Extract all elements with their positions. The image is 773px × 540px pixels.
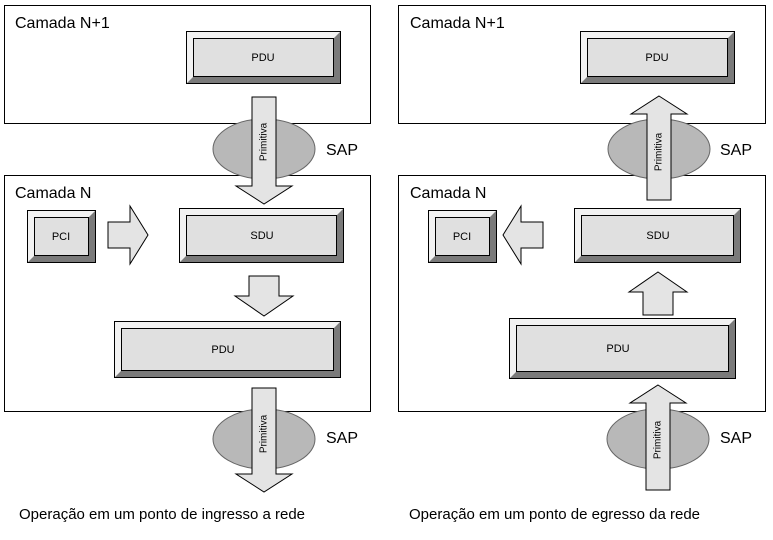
right-sdu-label: SDU [646, 230, 669, 242]
left-primitive-bottom-arrow: Primitiva [234, 387, 294, 493]
right-sap-bottom-label: SAP [720, 430, 752, 447]
left-bottom-pdu-label: PDU [211, 344, 234, 356]
left-caption: Operação em um ponto de ingresso a rede [19, 506, 305, 523]
left-primitive-top-label: Primitiva [259, 122, 270, 161]
left-layer-n-plus-1-label: Camada N+1 [15, 15, 110, 32]
right-sdu-to-pci-arrow [502, 204, 544, 266]
right-top-pdu-label: PDU [645, 52, 668, 64]
left-panel: Camada N+1 PDU Camada N SAP Primitiva PC… [4, 5, 371, 523]
right-pci-label: PCI [453, 231, 471, 243]
left-pci-box: PCI [27, 210, 96, 263]
right-top-pdu-box: PDU [580, 31, 735, 84]
right-caption: Operação em um ponto de egresso da rede [409, 506, 700, 523]
right-primitive-top-label: Primitiva [654, 132, 665, 171]
left-pci-label: PCI [52, 231, 70, 243]
left-primitive-bottom-label: Primitiva [259, 414, 270, 453]
left-top-pdu-label: PDU [251, 52, 274, 64]
left-sdu-label: SDU [250, 230, 273, 242]
right-layer-n-plus-1-label: Camada N+1 [410, 15, 505, 32]
right-panel: Camada N+1 PDU Camada N SAP Primitiva PC… [398, 5, 766, 523]
left-layer-n-label: Camada N [15, 185, 91, 202]
right-sap-top-label: SAP [720, 142, 752, 159]
right-bottom-pdu-label: PDU [606, 343, 629, 355]
right-primitive-top-arrow: Primitiva [629, 95, 689, 201]
left-top-pdu-box: PDU [186, 31, 341, 84]
right-primitive-bottom-label: Primitiva [653, 420, 664, 459]
left-sap-bottom-label: SAP [326, 430, 358, 447]
left-bottom-pdu-box: PDU [114, 321, 341, 378]
left-sdu-box: SDU [179, 208, 344, 263]
right-pci-box: PCI [428, 210, 497, 263]
right-layer-n-label: Camada N [410, 185, 486, 202]
left-primitive-top-arrow: Primitiva [234, 96, 294, 205]
left-pci-to-sdu-arrow [107, 204, 149, 266]
right-sdu-box: SDU [574, 208, 741, 263]
right-pdu-to-sdu-arrow [627, 271, 689, 316]
right-primitive-bottom-arrow: Primitiva [628, 384, 688, 491]
right-bottom-pdu-box: PDU [509, 318, 736, 379]
left-sdu-to-pdu-arrow [233, 275, 295, 317]
left-sap-top-label: SAP [326, 142, 358, 159]
